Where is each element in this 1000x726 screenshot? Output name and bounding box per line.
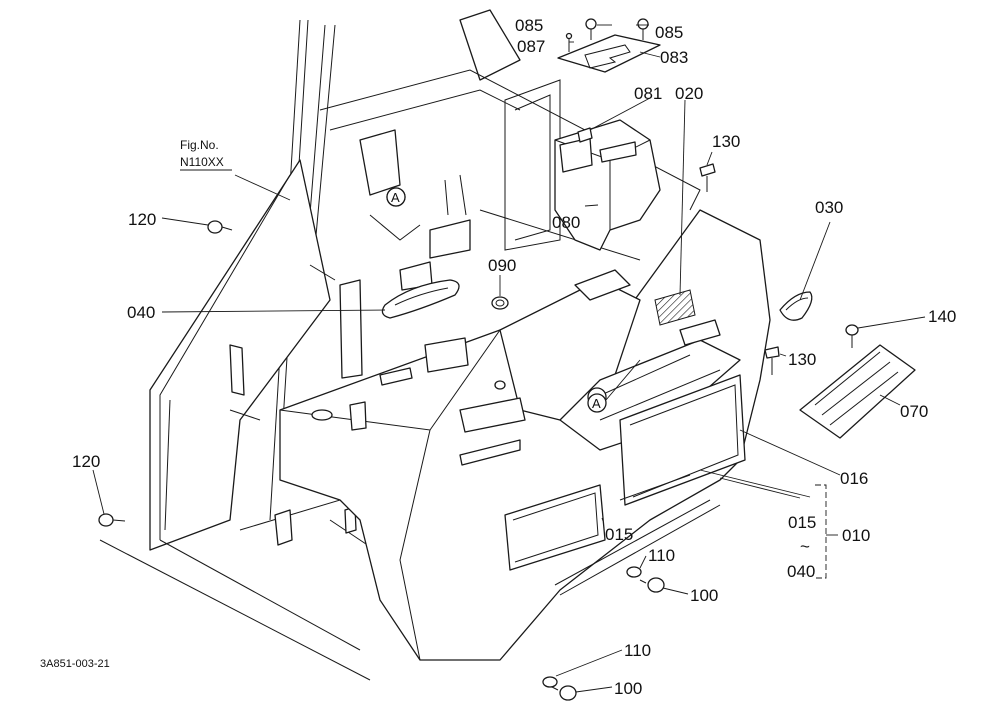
left-side-panel [149, 159, 331, 551]
label-030: 030 [815, 198, 843, 217]
label-015-range: 015 [788, 513, 816, 532]
console-body [279, 209, 771, 661]
label-085-left: 085 [515, 16, 543, 35]
label-015: 015 [605, 525, 633, 544]
bolt-120-bottom [98, 513, 126, 527]
label-080: 080 [552, 213, 580, 232]
bracket-assembly [309, 129, 471, 379]
cabin-frame [269, 9, 701, 521]
range-tilde: ~ [800, 537, 810, 556]
svg-text:A: A [391, 190, 400, 205]
washer-110-bottom [542, 676, 558, 688]
fig-ref-line1: Fig.No. [180, 138, 219, 152]
washer-110-mid [626, 566, 642, 578]
label-016: 016 [840, 469, 868, 488]
fig-ref-line2: N110XX [180, 155, 224, 169]
cover-plate-083 [557, 34, 661, 73]
bolt-085-left [585, 18, 597, 40]
leader-lines [92, 24, 926, 693]
label-140: 140 [928, 307, 956, 326]
label-040: 040 [127, 303, 155, 322]
label-130-top: 130 [712, 132, 740, 151]
bolt-120-top [207, 220, 233, 234]
floor-plate [99, 499, 391, 681]
screw-087 [565, 32, 573, 52]
step-plate-070 [799, 344, 916, 439]
bolt-140 [845, 324, 859, 348]
label-120-bottom: 120 [72, 452, 100, 471]
part-labels: 085 085 087 083 081 020 130 080 030 120 … [72, 16, 956, 698]
label-110-bottom: 110 [624, 641, 651, 660]
bolt-100-mid [639, 577, 665, 593]
clip-130-top [699, 163, 716, 192]
label-100-bottom: 100 [614, 679, 642, 698]
label-100-mid: 100 [690, 586, 718, 605]
label-081: 081 [634, 84, 662, 103]
grommet-030 [779, 291, 813, 321]
svg-text:A: A [592, 396, 601, 411]
label-040-range: 040 [787, 562, 815, 581]
grommet-090 [491, 296, 509, 310]
fig-reference: Fig.No. N110XX [180, 138, 232, 171]
nut-081 [577, 127, 593, 143]
label-110-mid: 110 [648, 546, 675, 565]
label-010: 010 [842, 526, 870, 545]
label-130-bottom: 130 [788, 350, 816, 369]
drawing-code: 3A851-003-21 [40, 658, 110, 670]
label-090: 090 [488, 256, 516, 275]
label-083: 083 [660, 48, 688, 67]
bolt-085-right [637, 18, 649, 40]
label-070: 070 [900, 402, 928, 421]
callout-a-upper: A [386, 187, 406, 207]
label-020: 020 [675, 84, 703, 103]
grommet-040 [381, 279, 460, 319]
clip-130-bottom [764, 346, 780, 375]
callout-a-lower: A [587, 359, 641, 413]
bolt-100-bottom [551, 685, 577, 701]
label-087: 087 [517, 37, 545, 56]
label-085-right: 085 [655, 23, 683, 42]
upper-console [554, 119, 661, 251]
range-bracket [815, 484, 838, 579]
label-120-top: 120 [128, 210, 156, 229]
